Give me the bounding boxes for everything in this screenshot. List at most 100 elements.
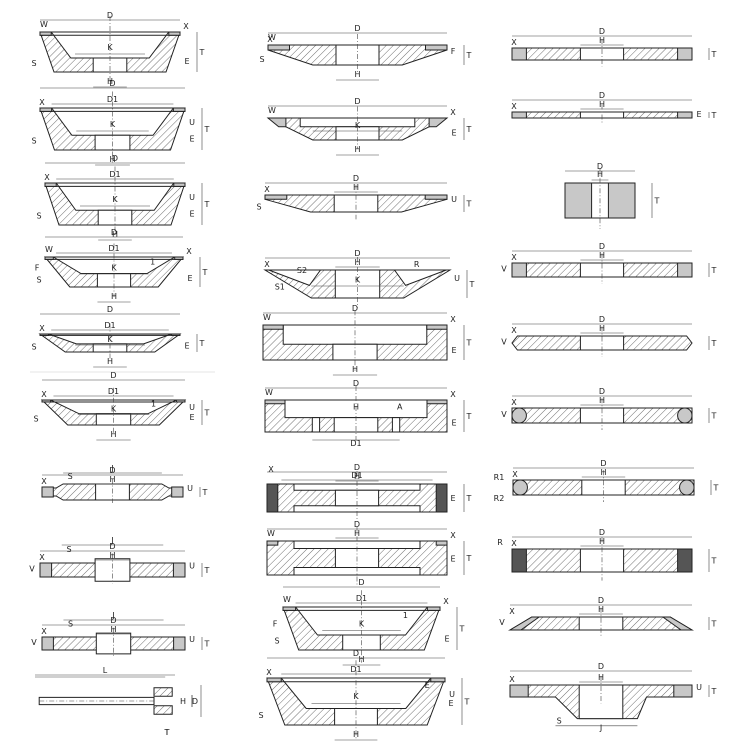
- dimension-label: K: [111, 264, 117, 273]
- dimension-label: K: [359, 619, 365, 628]
- dimension-label: X: [511, 102, 517, 111]
- abrasive-layer: [679, 479, 695, 496]
- dimension-label: T: [466, 554, 472, 563]
- dimension-label: D1: [104, 321, 115, 330]
- dimension-label: X: [450, 315, 456, 324]
- dimension-label: H: [599, 537, 605, 546]
- dimension-label: D: [107, 305, 113, 314]
- dimension-label: H: [112, 230, 118, 239]
- abrasive-layer: [511, 262, 527, 278]
- recess: [299, 117, 416, 128]
- dimension-label: S1: [275, 283, 285, 292]
- dimension-label: W: [268, 33, 276, 42]
- abrasive-layer: [262, 324, 284, 330]
- dimension-label: W: [268, 106, 276, 115]
- dimension-label: D1: [109, 170, 120, 179]
- bore-hole: [579, 262, 625, 278]
- dimension-label: S: [31, 59, 36, 68]
- dimension-label: T: [464, 698, 470, 707]
- abrasive-head: [153, 705, 173, 715]
- abrasive-layer: [173, 636, 186, 651]
- dimension-label: X: [264, 260, 270, 269]
- dimension-label: X: [268, 465, 274, 474]
- dimension-label: V: [29, 564, 35, 573]
- dimension-label: X: [509, 607, 515, 616]
- dimension-label: X: [512, 470, 518, 479]
- dimension-label: T: [199, 48, 205, 57]
- dimension-label: U: [449, 690, 455, 699]
- dimension-label: D: [354, 97, 360, 106]
- dimension-label: S: [31, 342, 36, 351]
- abrasive-layer: [39, 31, 52, 36]
- dimension-label: T: [711, 50, 717, 59]
- dimension-label: T: [466, 339, 472, 348]
- abrasive-layer: [673, 684, 693, 698]
- dimension-label: E: [189, 135, 194, 144]
- abrasive-layer: [39, 333, 49, 336]
- dimension-label: D: [598, 662, 604, 671]
- abrasive-layer: [44, 182, 57, 187]
- dimension-label: W: [267, 529, 275, 538]
- abrasive-layer: [425, 44, 448, 51]
- dimension-label: D: [354, 520, 360, 529]
- dimension-label: D: [354, 24, 360, 33]
- dimension-label: X: [450, 108, 456, 117]
- dimension-label: T: [469, 280, 475, 289]
- dimension-label: V: [501, 410, 507, 419]
- dimension-label: F: [35, 264, 40, 273]
- dimension-label: D: [354, 463, 360, 472]
- abrasive-layer: [677, 407, 693, 424]
- abrasive-layer: [428, 117, 449, 128]
- dimension-label: H: [111, 292, 117, 301]
- dimension-label: U: [189, 118, 195, 127]
- bore-hole: [579, 335, 625, 351]
- abrasive-layer: [264, 194, 288, 200]
- abrasive-layer: [511, 407, 527, 424]
- dimension-label: T: [711, 687, 717, 696]
- mount-hole: [311, 417, 321, 433]
- dimension-label: K: [353, 692, 359, 701]
- dimension-label: E: [425, 681, 430, 690]
- dimension-label: K: [107, 335, 113, 344]
- abrasive-layer: [44, 256, 54, 260]
- dimension-label: U: [189, 193, 195, 202]
- bore-hole: [333, 417, 379, 433]
- dimension-label: H: [180, 697, 186, 706]
- dimension-label: X: [443, 597, 449, 606]
- abrasive-layer: [511, 111, 527, 119]
- abrasive-layer: [426, 399, 448, 405]
- dimension-label: D1: [107, 95, 118, 104]
- dimension-label: 1: [151, 399, 156, 408]
- abrasive-layer: [677, 262, 693, 278]
- dimension-label: D1: [108, 244, 119, 253]
- dimension-label: U: [189, 635, 195, 644]
- dimension-label: E: [189, 210, 194, 219]
- dimension-label: E: [450, 494, 455, 503]
- dimension-label: X: [44, 173, 50, 182]
- dimension-label: X: [450, 390, 456, 399]
- dimension-label: D1: [350, 439, 361, 448]
- dimension-label: D: [353, 379, 359, 388]
- dimension-label: H: [599, 36, 605, 45]
- abrasive-layer: [435, 483, 448, 513]
- abrasive-layer: [41, 636, 54, 651]
- dimension-label: E: [451, 419, 456, 428]
- dimension-label: J: [111, 611, 114, 620]
- dimension-label: K: [112, 195, 118, 204]
- dimension-label: D: [192, 697, 198, 706]
- dimension-label: H: [598, 605, 604, 614]
- dimension-label: R: [414, 260, 420, 269]
- dimension-label: V: [501, 337, 507, 346]
- dimension-label: S: [259, 55, 264, 64]
- bore-hole: [578, 616, 624, 631]
